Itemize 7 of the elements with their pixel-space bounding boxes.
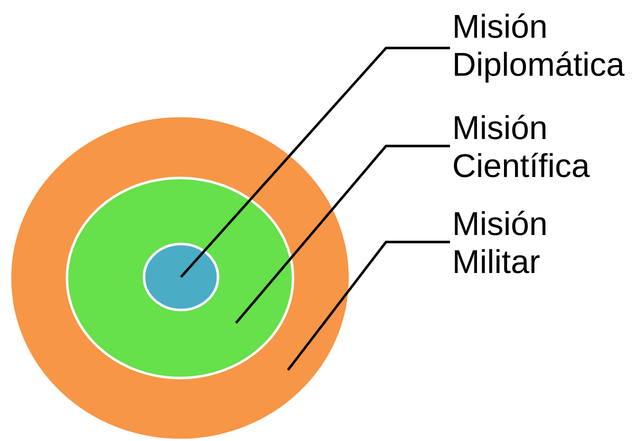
label-text: Misión Científica [454, 114, 590, 178]
label-text: Misión Diplomática [454, 13, 625, 83]
leader-line [180, 46, 450, 278]
label-text: Misión Militar [454, 210, 546, 274]
leader-line [287, 240, 450, 371]
leader-line [235, 144, 450, 324]
ring-ellipse [142, 242, 220, 312]
